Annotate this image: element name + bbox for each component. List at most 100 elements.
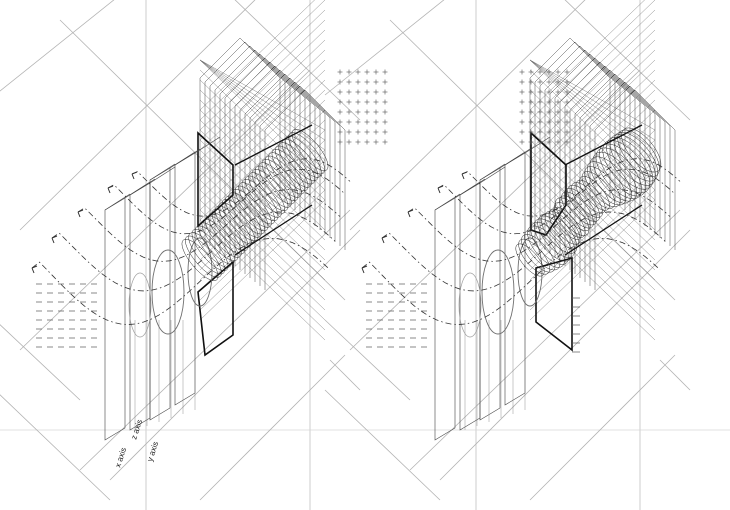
tube-ring [564,188,597,226]
hatch-line [529,59,656,171]
tube-ring [225,195,262,238]
column-top-edge [479,163,506,181]
flow-line [51,211,336,292]
facade-step [554,57,636,258]
column-top-edge [129,178,156,196]
tube-ring [258,162,295,205]
tube-ring [581,171,616,209]
column-top-edge [194,136,221,154]
tube-ring [231,189,269,231]
hatch-line [199,59,326,151]
tube-ring [553,202,586,238]
tube-ring [251,169,289,211]
guide-line [529,354,676,501]
guide-line [349,0,586,231]
tube-ring [191,229,229,271]
tube-ring [571,182,603,218]
tube-ring [621,127,662,173]
guide-line [234,0,361,121]
hatch-line [199,179,326,301]
guide-line [324,319,411,401]
tube-ring [589,156,632,204]
guide-line [19,69,311,351]
flow-arrowhead [51,235,58,244]
column-top-edge [479,166,506,184]
column-top-edge [149,166,176,184]
tube-ring [128,272,152,338]
column-slab [104,197,126,441]
tube-ring [561,191,594,229]
flow-lines [31,158,351,325]
guide-line [659,359,691,391]
tube-ring [245,175,282,218]
facade-step [559,61,641,262]
tube-ring [248,172,285,215]
upper-plate [530,131,567,236]
tube-ring [617,129,660,177]
crosses [519,69,570,145]
columns [434,136,551,441]
columns [104,136,221,441]
flow-line [381,211,666,292]
guide-line [59,19,346,301]
flow-arrowhead [107,185,114,194]
tube-ring [548,208,581,245]
tube-ring [613,131,658,182]
flow-arrowhead [361,265,368,274]
tube-ring [575,179,606,214]
tube-ring [275,145,312,188]
dashes [366,283,580,353]
facade-step [234,65,316,266]
tube-ring [241,179,279,221]
tube-ring [198,222,235,265]
facade-step [569,69,651,270]
tube-ring [205,215,242,258]
hatch-line [199,159,326,281]
flow-arrowhead [381,235,388,244]
upper-plate [197,131,234,228]
guide-line [324,0,445,96]
guide-line [349,69,641,351]
flow-line [77,189,341,262]
tube-ring [579,176,610,211]
tube-ring [602,140,651,194]
tube-ring [208,212,245,255]
tube-ring [609,134,656,186]
guide-line [324,389,441,501]
tube-ring [521,234,556,273]
guide-line [19,0,256,231]
tube-ring [481,249,515,335]
tube-edge [564,204,643,256]
tube-ring [584,166,621,208]
tube-ring [268,152,305,195]
tube-edge [234,204,313,256]
tube-ring [228,192,265,235]
guide-line [199,354,346,501]
facade-step [214,49,296,250]
guide-line [0,324,81,401]
flow-line [407,189,671,262]
column-top-edge [459,178,486,196]
column-top-edge [174,148,201,166]
tube-ring [285,135,322,178]
guide-line [0,394,111,501]
facade-step [539,45,621,246]
hatch-line [199,59,326,171]
tube-ring [555,197,590,236]
guide-line [389,19,676,301]
facade-step [239,69,321,270]
flow-line [361,237,661,325]
guide-line [564,0,691,121]
crosses [337,69,388,145]
guide-line [329,359,361,391]
facade-step [594,89,676,290]
facade-step [584,81,666,282]
tube-ring [592,151,638,202]
tube-ring [215,205,252,248]
hatch-line [529,179,656,301]
flow-arrowhead [407,209,414,218]
tube-ring [181,239,219,281]
flow-arrowhead [77,209,84,218]
panel-left [0,0,388,501]
